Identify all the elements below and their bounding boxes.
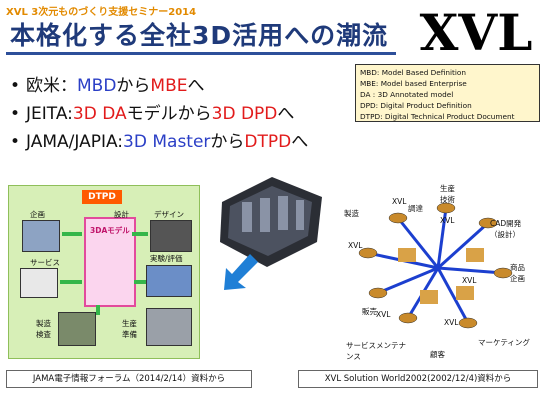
photo-inspection (58, 312, 96, 346)
photo-line (146, 308, 192, 346)
engine-model-image (220, 177, 322, 267)
label-planning: 企画 (30, 210, 45, 219)
photo-service (20, 268, 58, 298)
node-label: XVL (440, 216, 455, 225)
label-marketing: マーケティング (478, 338, 530, 347)
label-test: 実験/評価 (150, 254, 183, 263)
center-label: 3DAモデル (90, 226, 130, 235)
label-prep: 生産準備 (122, 319, 137, 339)
title-underline (6, 52, 396, 55)
legend-line: DTPD: Digital Technical Product Document (360, 112, 515, 121)
node-label: XVL (376, 310, 391, 319)
bullet-item: •欧米：MBDからMBEへ (10, 76, 205, 96)
node-label: XVL (392, 197, 407, 206)
label-customer: 顧客 (430, 350, 445, 359)
bullet-item: •JAMA/JAPIA:3D MasterからDTPDへ (10, 132, 309, 152)
label-planning: 商品企画 (510, 263, 525, 283)
xvl-logo: XVL (419, 3, 533, 62)
legend-line: DA : 3D Annotated model (360, 90, 454, 99)
label-service: サービス (30, 258, 60, 267)
arrow-icon (224, 254, 258, 290)
legend-line: MBD: Model Based Definition (360, 68, 466, 77)
node-label: XVL (444, 318, 459, 327)
arrow (96, 305, 100, 315)
legend-line: DPD: Digital Product Definition (360, 101, 472, 110)
label-service: サービスメンテナンス (346, 341, 406, 361)
abbreviation-legend: MBD: Model Based Definition MBE: Model b… (355, 64, 540, 122)
photo-car (150, 220, 192, 252)
xvl-network-diagram (358, 202, 513, 329)
label-production-eng: 生産技術 (440, 184, 455, 204)
label-design: 設計 (114, 210, 129, 219)
label-procurement: 調達 (408, 204, 423, 213)
bullet-list: •欧米：MBDからMBEへ •JEITA:3D DAモデルから3D DPDへ •… (10, 72, 308, 156)
legend-line: MBE: Model based Enterprise (360, 79, 467, 88)
label-styling: デザイン (154, 210, 184, 219)
caption-left: JAMA電子情報フォーラム（2014/2/14）資料から (6, 370, 252, 388)
seminar-label: XVL 3次元ものづくり支援セミナー2014 (6, 7, 197, 18)
label-cad: CAD開発（設計） (490, 219, 522, 239)
dtpd-badge: DTPD (82, 190, 122, 204)
photo-test (146, 265, 192, 297)
arrow (134, 280, 146, 284)
bullet-item: •JEITA:3D DAモデルから3D DPDへ (10, 104, 295, 124)
arrow (132, 232, 148, 236)
page-title: 本格化する全社3D活用への潮流 (10, 21, 389, 50)
photo-planning (22, 220, 60, 252)
arrow (62, 232, 82, 236)
label-sales: 販売 (362, 307, 377, 316)
node-label: XVL (462, 276, 477, 285)
arrow (60, 280, 82, 284)
label-manufacturing: 製造 (344, 209, 359, 218)
3da-model-box: 3DAモデル (84, 217, 136, 307)
label-manufacture: 製造検査 (36, 319, 51, 339)
caption-right: XVL Solution World2002(2002/12/4)資料から (298, 370, 538, 388)
node-label: XVL (348, 241, 363, 250)
